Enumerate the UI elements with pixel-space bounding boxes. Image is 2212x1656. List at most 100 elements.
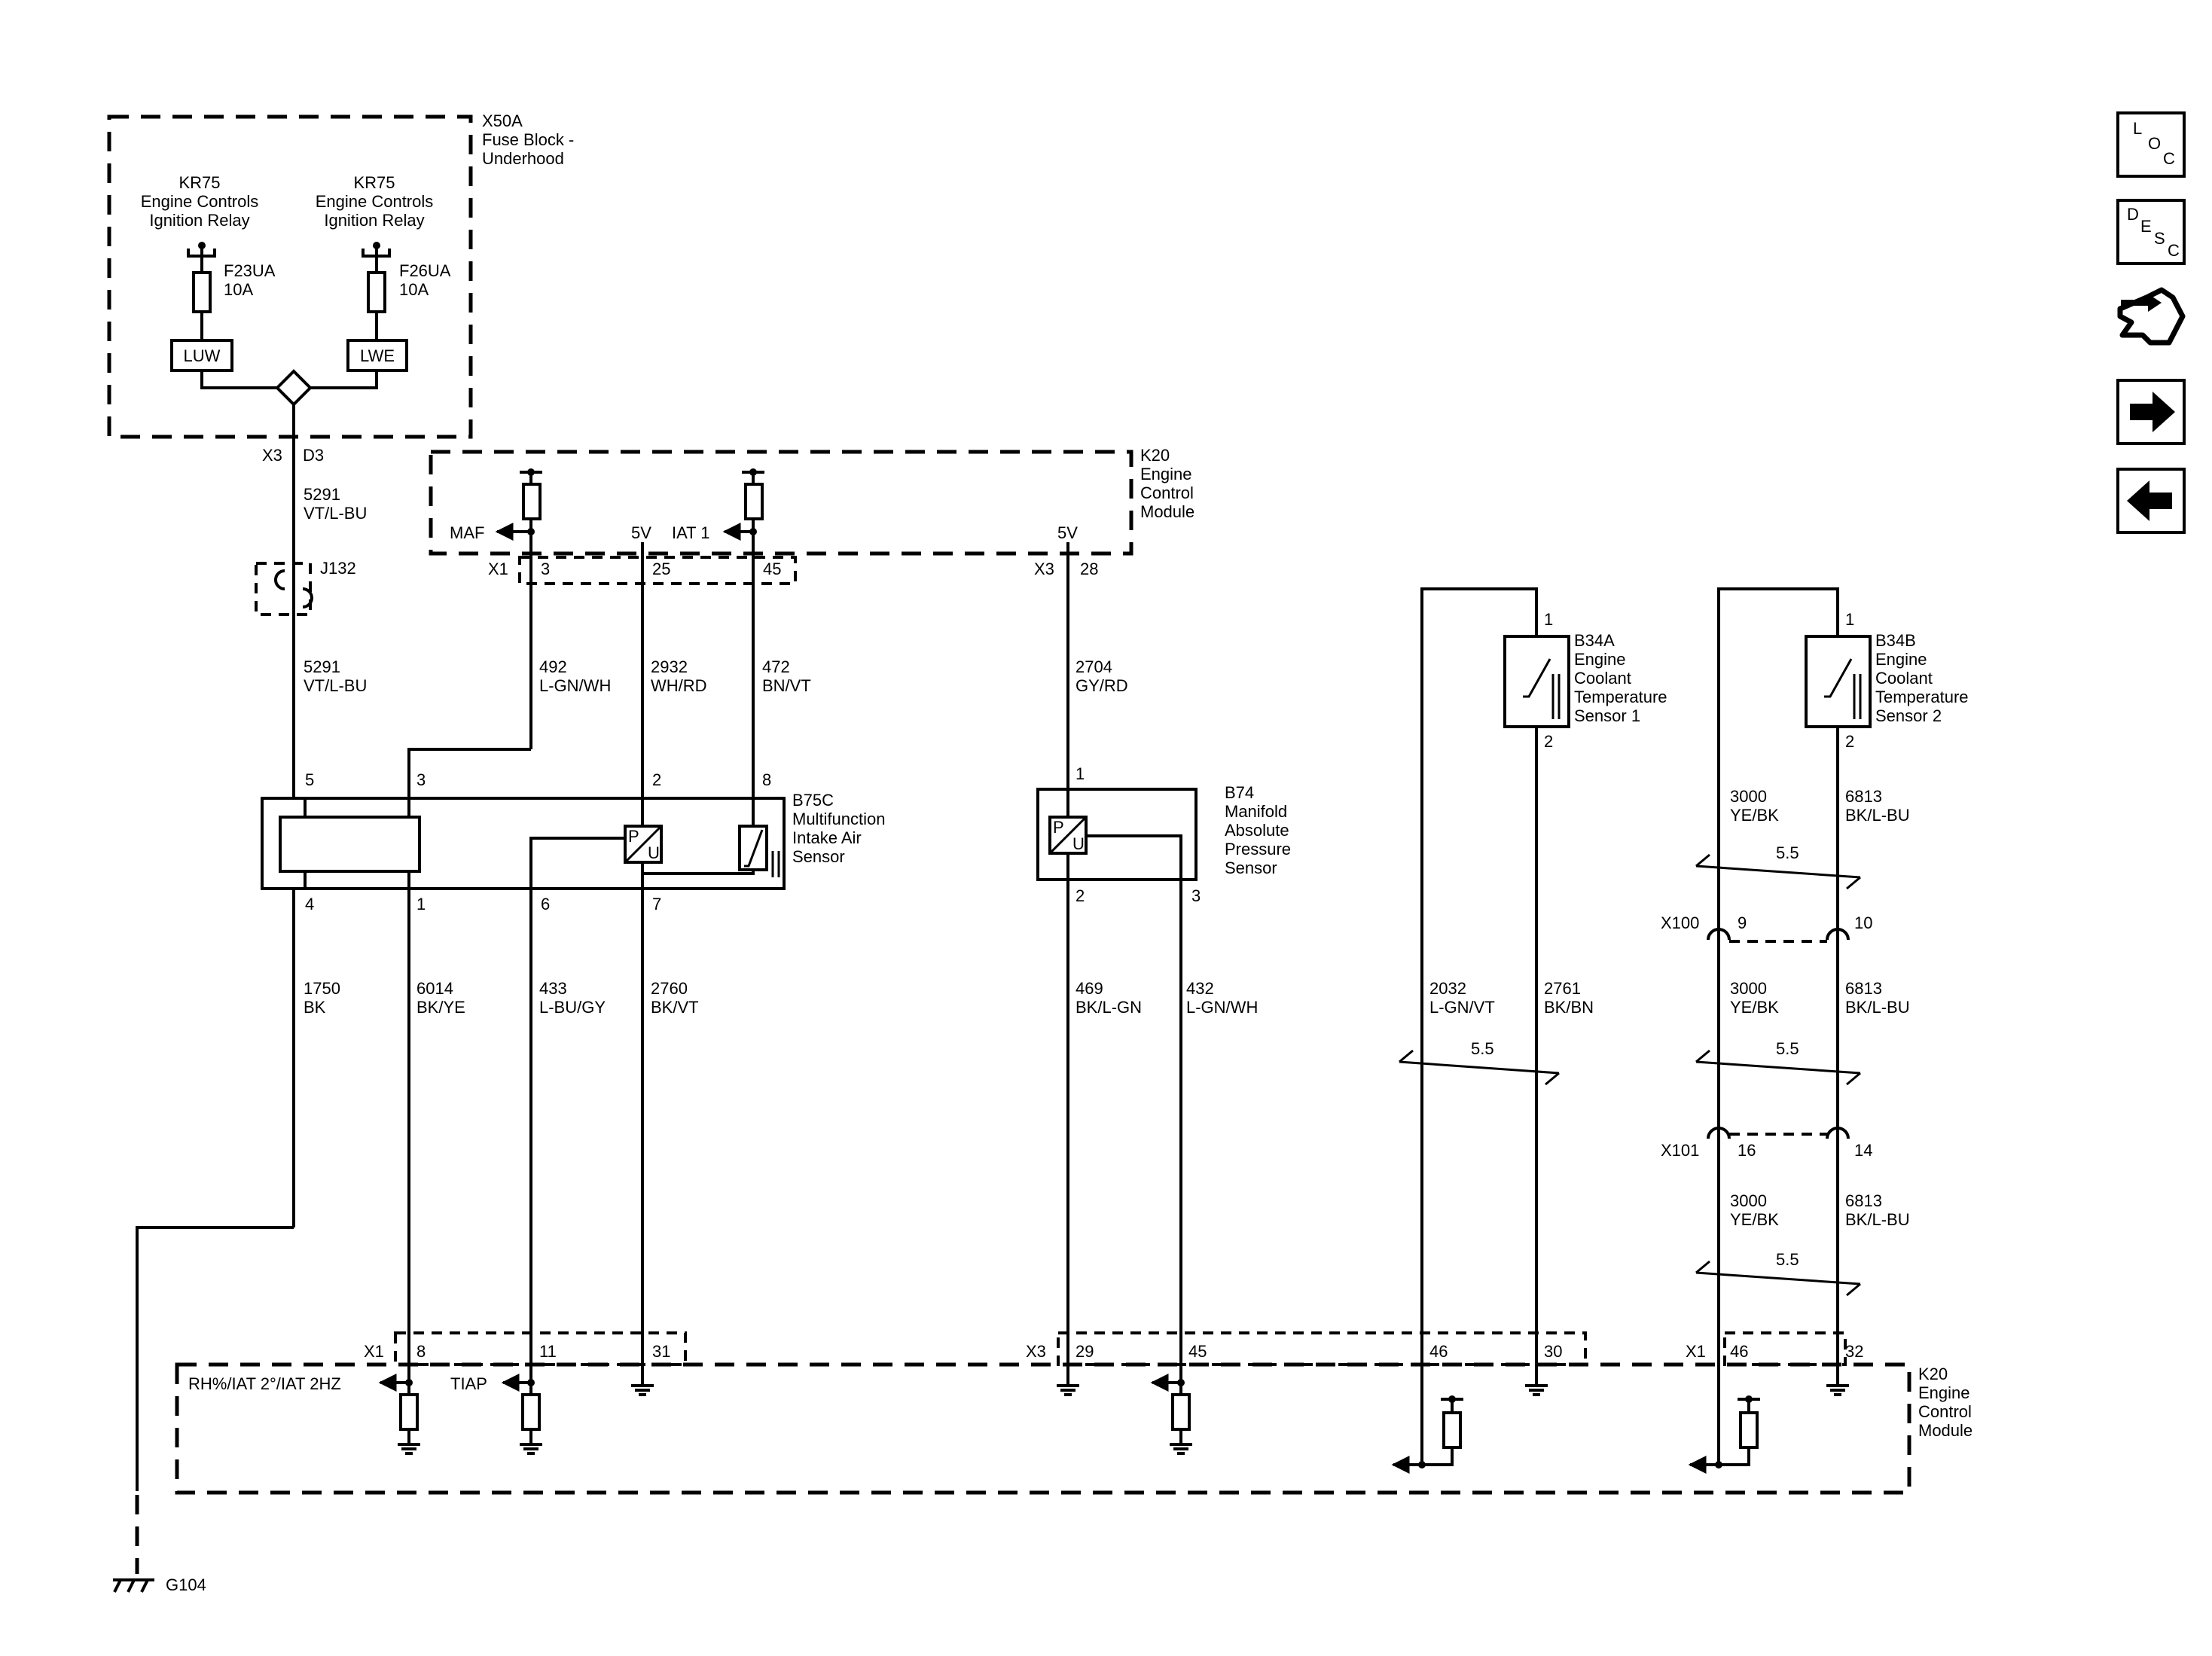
component-line3: Temperature (1875, 688, 1969, 706)
twist-label: 5.5 (1471, 1039, 1494, 1058)
fuse-block-name-2: Underhood (482, 149, 564, 168)
twist-label: 5.5 (1776, 1250, 1799, 1269)
loc-letter: O (2148, 134, 2161, 153)
pin-1: 1 (1845, 610, 1854, 629)
wire-color: BN/VT (762, 676, 811, 695)
relay-id: KR75 (178, 173, 220, 192)
pin-1: 1 (1075, 764, 1085, 783)
pin-3: 3 (1191, 886, 1201, 905)
wire-color: L-BU/GY (539, 998, 606, 1017)
wire-color: L-GN/WH (1186, 998, 1258, 1017)
relay-kr75-right: KR75 Engine Controls Ignition Relay F26U… (316, 173, 451, 372)
wire-color: L-GN/VT (1429, 998, 1495, 1017)
arrow-right-icon[interactable] (2116, 379, 2186, 445)
wire-num: 6014 (416, 979, 453, 998)
component-line4: Sensor 1 (1574, 706, 1640, 725)
maf-label: MAF (450, 523, 484, 542)
fuse-amps: 10A (399, 280, 429, 299)
pin-28: 28 (1080, 560, 1098, 578)
relay-line1: Engine Controls (141, 192, 259, 211)
sensor-b34b: 1 2 B34B Engine Coolant Temperature Sens… (1717, 587, 1969, 1465)
wire-color: VT/L-BU (304, 676, 367, 695)
component-line4: Sensor (1225, 858, 1277, 877)
ecm-top-k20: K20 Engine Control Module MAF 5V IAT 1 5… (429, 446, 1194, 556)
twisted-pair-marker: 5.5 (1695, 1250, 1861, 1297)
u-letter: U (1072, 834, 1085, 853)
wire-num: 2760 (651, 979, 688, 998)
pin-46: 46 (1429, 1342, 1448, 1361)
wire-num: 2761 (1544, 979, 1581, 998)
connector-x1-bottom-2: X1 (1686, 1342, 1706, 1361)
splice-j132: J132 (255, 559, 356, 616)
terminal-label: LUW (184, 346, 221, 365)
wire-num: 3000 (1730, 787, 1767, 806)
component-line1: Multifunction (792, 810, 886, 828)
wire-color: BK/L-GN (1075, 998, 1142, 1017)
component-line1: Engine (1574, 650, 1626, 669)
ecm-id: K20 (1140, 446, 1170, 465)
loc-button[interactable]: L O C (2116, 111, 2186, 178)
wire-color: YE/BK (1730, 998, 1779, 1017)
wire-color: BK/YE (416, 998, 465, 1017)
pin-4: 4 (305, 895, 314, 913)
tiap-label: TIAP (450, 1374, 487, 1393)
pin-3: 3 (416, 770, 426, 789)
wire-num: 432 (1186, 979, 1214, 998)
component-line1: Manifold (1225, 802, 1287, 821)
connector-id: X100 (1661, 913, 1699, 932)
component-line3: Temperature (1574, 688, 1667, 706)
desc-letter: D (2127, 205, 2139, 224)
component-line2: Coolant (1875, 669, 1933, 688)
relay-line2: Ignition Relay (149, 211, 249, 230)
connector-icon[interactable] (2117, 287, 2186, 346)
pin-45: 45 (1188, 1342, 1207, 1361)
pin-6: 6 (541, 895, 550, 913)
ecm-line1: Engine (1140, 465, 1192, 483)
terminal-label: LWE (360, 346, 395, 365)
connector-x100: X100 9 10 (1661, 913, 1872, 943)
splice-diamond (275, 369, 313, 407)
ecm-bottom-k20: K20 Engine Control Module X1 8 11 31 X3 … (175, 1331, 1972, 1495)
wire-num: 2704 (1075, 657, 1112, 676)
connector-id: X101 (1661, 1141, 1699, 1160)
pin-5: 5 (305, 770, 314, 789)
wire-num: 6813 (1845, 1191, 1882, 1210)
wire-color: BK/BN (1544, 998, 1594, 1017)
pin-45: 45 (763, 560, 781, 578)
p-letter: P (1053, 818, 1064, 837)
fuse-block-id: X50A (482, 111, 523, 130)
twisted-pair-marker: 5.5 (1695, 843, 1861, 890)
relay-kr75-left: KR75 Engine Controls Ignition Relay F23U… (141, 173, 276, 372)
pin-2: 2 (1845, 732, 1854, 751)
relay-line2: Ignition Relay (324, 211, 424, 230)
loc-letter: C (2163, 149, 2175, 168)
pin-2: 2 (1544, 732, 1553, 751)
relay-id: KR75 (353, 173, 395, 192)
twist-label: 5.5 (1776, 1039, 1799, 1058)
component-id: B34B (1875, 631, 1916, 650)
sensor-b34a: 1 2 B34A Engine Coolant Temperature Sens… (1420, 587, 1667, 1465)
wire-num: 469 (1075, 979, 1103, 998)
wire-color: BK/L-BU (1845, 1210, 1910, 1229)
desc-button[interactable]: D E S C (2116, 199, 2186, 265)
sensor-b74: 1 2 3 P U B74 Manifold Absolute Pressure… (1036, 764, 1291, 905)
fuse-f23ua (192, 271, 212, 313)
component-line2: Absolute (1225, 821, 1289, 840)
p-letter: P (628, 827, 639, 846)
connector-x1-bottom: X1 (364, 1342, 384, 1361)
twist-label: 5.5 (1776, 843, 1799, 862)
component-id: B34A (1574, 631, 1615, 650)
iat1-label: IAT 1 (672, 523, 710, 542)
component-line3: Sensor (792, 847, 845, 866)
pin-3: 3 (541, 560, 550, 578)
pin-30: 30 (1544, 1342, 1562, 1361)
desc-letter: E (2140, 217, 2152, 236)
wire-num: 6813 (1845, 979, 1882, 998)
arrow-left-icon[interactable] (2116, 468, 2186, 534)
wire-num: 1750 (304, 979, 340, 998)
component-line2: Intake Air (792, 828, 862, 847)
ground-id: G104 (166, 1575, 206, 1594)
pin-1: 1 (1544, 610, 1553, 629)
fuse-amps: 10A (224, 280, 253, 299)
